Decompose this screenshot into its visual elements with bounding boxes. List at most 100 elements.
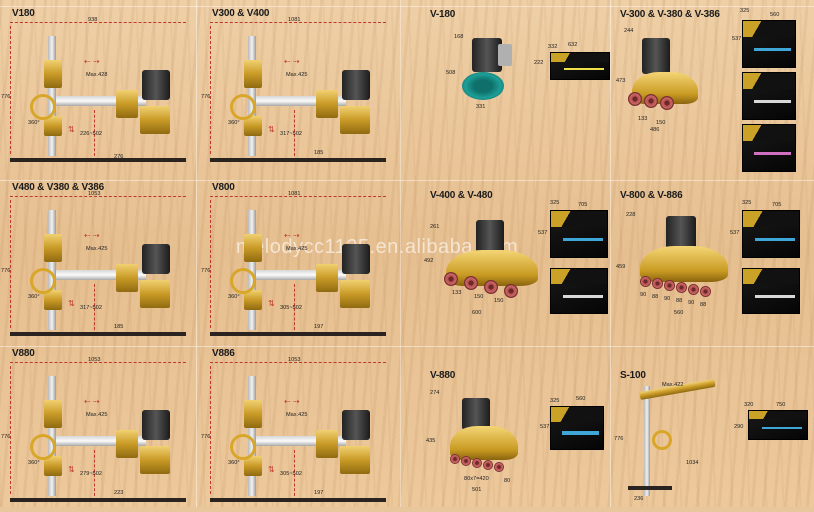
travel-label: 279~502 [80,471,102,477]
feeder-body [640,246,728,282]
angle-label: 360° [228,120,240,126]
horizontal-arm [56,436,146,446]
dim-label: 261 [430,224,440,230]
travel-label: 317~502 [280,131,302,137]
handwheel-icon [230,268,256,294]
arrow-left-right-icon: ⇠ ⇢ [284,397,300,406]
handwheel-icon [30,268,56,294]
travel-label: 305~502 [280,305,302,311]
motor-icon [142,70,170,100]
roller-icon [640,276,651,287]
dim-label: 632 [568,42,578,48]
dim-label: 168 [454,34,464,40]
dim-label: 705 [578,202,588,208]
motor-icon [462,398,490,430]
travel-dim-line [94,110,96,156]
feeder-head [340,106,370,134]
grid-line [0,346,814,347]
roller-icon [676,282,687,293]
height-label: 776 [201,434,211,440]
roller-icon [660,96,674,110]
dim-label: 332 [548,44,558,50]
bottom-label: 223 [114,490,124,496]
column-clamp [244,400,262,428]
reach-label: Max.425 [286,246,308,252]
height-label: 776 [201,94,211,100]
feeder-body [450,426,518,460]
packaging-box [550,210,608,258]
dim-label: 244 [624,28,634,34]
panel-v-400: V-400 & V-480 261 492 133 150 150 600 70… [410,180,610,346]
handwheel-icon [230,434,256,460]
dim-label: 486 [650,127,660,133]
dim-label: 537 [730,230,740,236]
dim-label: 776 [614,436,624,442]
bottom-label: 185 [314,150,324,156]
horizontal-arm [56,96,146,106]
panel-title: V300 & V400 [212,8,270,19]
width-label: 1053 [88,191,101,197]
column-clamp [244,60,262,88]
motor-icon [476,220,504,254]
dim-label: 705 [772,202,782,208]
dim-label: 325 [550,200,560,206]
roller-icon [664,280,675,291]
travel-dim-line [94,450,96,496]
dim-label: 90 [664,296,671,302]
motor-icon [342,410,370,440]
horizontal-arm [256,270,346,280]
arm-joint [316,264,338,292]
dim-label: 290 [734,424,744,430]
column-clamp [44,234,62,262]
travel-dim-line [294,284,296,330]
column-collar [44,116,62,136]
panel-title: V886 [212,348,235,359]
dim-label: 537 [538,230,548,236]
grid-line [610,0,611,507]
roller-icon [652,278,663,289]
horizontal-arm [256,436,346,446]
arrow-up-down-icon: ⇅ [268,125,275,134]
height-label: 776 [1,434,11,440]
roller-icon [483,460,493,470]
panel-title: V880 [12,348,35,359]
roller-icon [494,462,504,472]
column-collar [44,290,62,310]
column-collar [244,116,262,136]
roller-icon [461,456,471,466]
panel-title: V800 [212,182,235,193]
roller-icon [644,94,658,108]
arm-joint [316,430,338,458]
dim-label: 228 [626,212,636,218]
motor-icon [142,244,170,274]
travel-label: 317~502 [80,305,102,311]
arrow-left-right-icon: ⇠ ⇢ [84,231,100,240]
width-dim-line [10,196,186,198]
arm-joint [116,264,138,292]
floor-base [210,498,386,502]
floor-base [10,332,186,336]
packaging-box [550,52,610,80]
feeder-head [140,280,170,308]
floor-base [210,332,386,336]
section-divider [400,0,401,507]
panel-v880: V880 1053 776 Max.425 279~502 360° 223 ⇠… [0,346,196,512]
grid-line [0,6,814,7]
dim-label: 501 [472,487,482,493]
column-pole [48,36,56,156]
dim-label: Max.422 [662,382,684,388]
dim-label: 88 [700,302,707,308]
roller-icon [444,272,458,286]
packaging-box [742,268,800,314]
arrow-up-down-icon: ⇅ [268,465,275,474]
floor-base [210,158,386,162]
floor-base [10,158,186,162]
dim-label: 325 [740,8,750,14]
panel-v480-v380-v386: V480 & V380 & V386 1053 776 Max.425 317~… [0,180,196,346]
height-dim-line [10,200,12,328]
feeder-head [340,446,370,474]
height-label: 776 [201,268,211,274]
motor-icon [342,70,370,100]
feeder-roller-icon [462,72,504,100]
motor-icon [472,38,502,72]
